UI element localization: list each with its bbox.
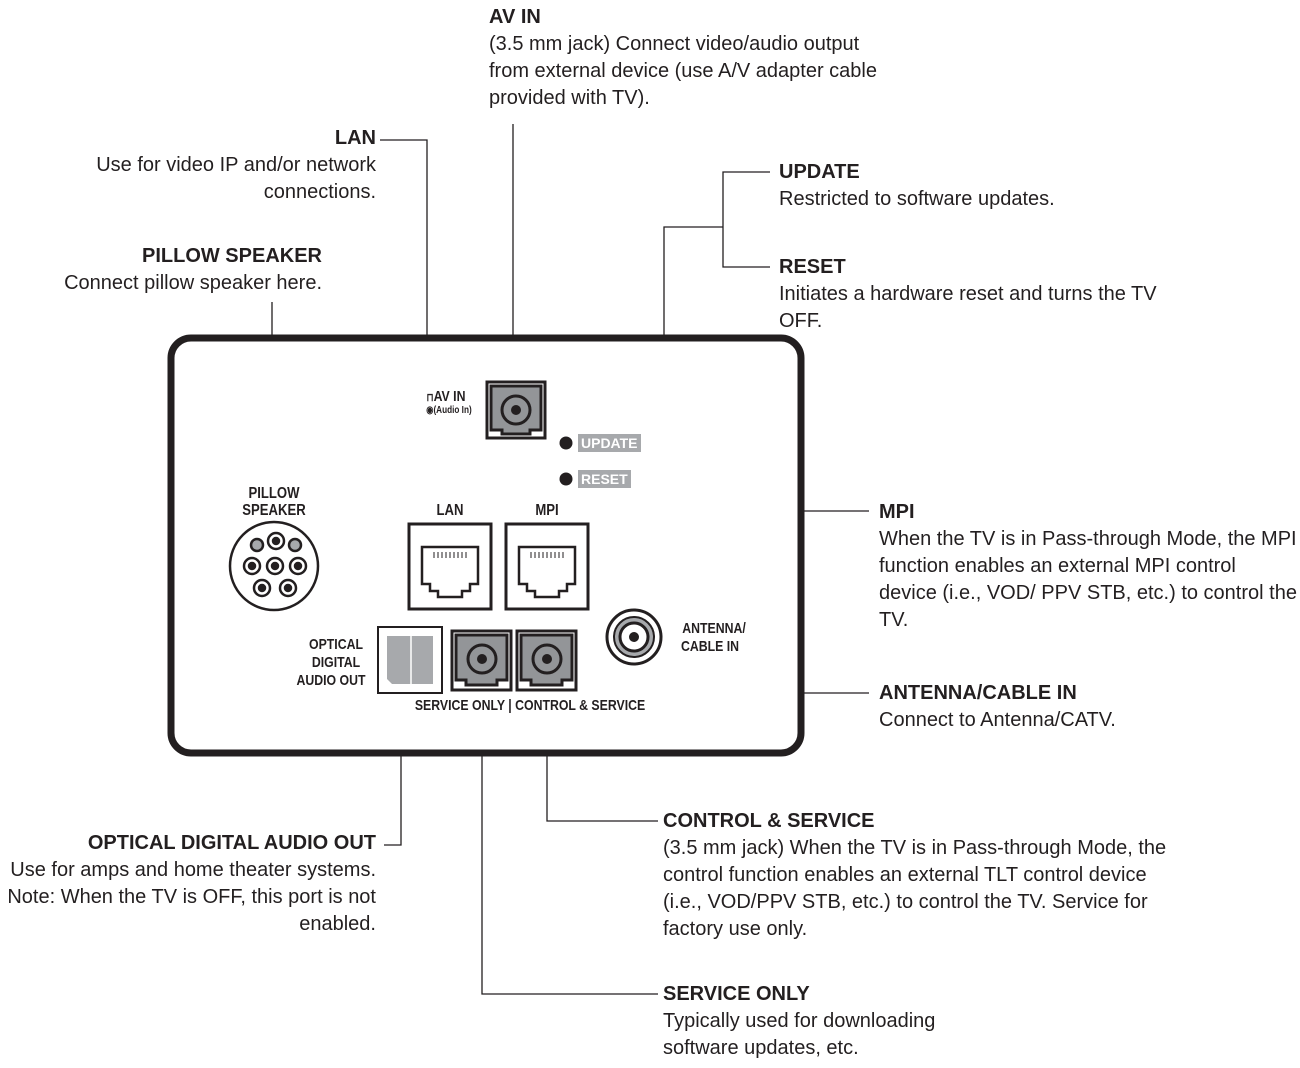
panel-optical-label-1: OPTICAL <box>309 636 363 653</box>
mpi-port <box>504 522 590 611</box>
update-reset-bracket <box>722 171 770 268</box>
panel-mpi-label: MPI <box>535 502 559 519</box>
mpi-callout-title: MPI <box>879 501 915 523</box>
av-in-callout: AV IN (3.5 mm jack) Connect video/audio … <box>489 4 889 112</box>
update-badge: UPDATE <box>578 434 641 452</box>
pillow-speaker-connector <box>228 520 320 612</box>
service-only-leader <box>481 712 658 995</box>
panel-antenna-label-2: CABLE IN <box>680 638 740 655</box>
control-service-callout-title: CONTROL & SERVICE <box>663 810 875 832</box>
panel-lan-label: LAN <box>436 502 464 519</box>
mpi-callout: MPI When the TV is in Pass-through Mode,… <box>879 499 1299 634</box>
pillow-speaker-callout-desc: Connect pillow speaker here. <box>64 272 322 294</box>
reset-button <box>559 472 573 486</box>
reset-callout-desc: Initiates a hardware reset and turns the… <box>779 283 1157 332</box>
pillow-speaker-callout-title: PILLOW SPEAKER <box>141 245 322 267</box>
update-button <box>559 436 573 450</box>
antenna-connector <box>605 608 663 666</box>
lan-callout-desc: Use for video IP and/or network connecti… <box>96 154 376 203</box>
antenna-callout-desc: Connect to Antenna/CATV. <box>879 709 1116 731</box>
panel-optical-label-3: AUDIO OUT <box>296 672 366 689</box>
optical-callout: OPTICAL DIGITAL AUDIO OUT Use for amps a… <box>0 830 376 938</box>
pillow-speaker-callout: PILLOW SPEAKER Connect pillow speaker he… <box>0 243 322 297</box>
service-only-callout-title: SERVICE ONLY <box>663 983 810 1005</box>
service-only-callout: SERVICE ONLY Typically used for download… <box>663 981 983 1062</box>
panel-antenna-label-1: ANTENNA/ <box>682 620 746 637</box>
panel-pillow-label-1: PILLOW <box>248 485 300 502</box>
antenna-callout-title: ANTENNA/CABLE IN <box>879 682 1077 704</box>
reset-badge: RESET <box>578 470 631 488</box>
mpi-callout-desc: When the TV is in Pass-through Mode, the… <box>879 528 1297 631</box>
update-callout-desc: Restricted to software updates. <box>779 188 1055 210</box>
update-callout-title: UPDATE <box>779 161 860 183</box>
control-service-jack <box>515 629 578 692</box>
panel-av-in-label: ⊓AV IN <box>426 388 466 405</box>
panel-optical-label-2: DIGITAL <box>311 654 361 671</box>
reset-callout-title: RESET <box>779 256 846 278</box>
panel-service-row-label: SERVICE ONLY | CONTROL & SERVICE <box>414 697 646 714</box>
av-in-callout-title: AV IN <box>489 6 541 28</box>
optical-audio-port <box>377 626 443 694</box>
reset-callout: RESET Initiates a hardware reset and tur… <box>779 254 1169 335</box>
antenna-callout: ANTENNA/CABLE IN Connect to Antenna/CATV… <box>879 680 1279 734</box>
lan-port <box>407 522 493 611</box>
panel-av-in-sub-label: ◉(Audio In) <box>426 405 472 416</box>
av-in-jack <box>485 380 547 440</box>
audio-in-icon: ◉ <box>426 405 434 416</box>
lan-callout: LAN Use for video IP and/or network conn… <box>20 125 376 206</box>
optical-callout-desc: Use for amps and home theater systems. N… <box>7 859 376 935</box>
service-only-callout-desc: Typically used for downloading software … <box>663 1010 936 1059</box>
av-in-callout-desc: (3.5 mm jack) Connect video/audio output… <box>489 33 877 109</box>
audio-in-symbol: ⊓ <box>426 392 434 404</box>
control-service-callout-desc: (3.5 mm jack) When the TV is in Pass-thr… <box>663 837 1167 940</box>
control-service-callout: CONTROL & SERVICE (3.5 mm jack) When the… <box>663 808 1168 943</box>
panel-pillow-label-2: SPEAKER <box>242 502 306 519</box>
optical-callout-title: OPTICAL DIGITAL AUDIO OUT <box>87 832 376 854</box>
lan-callout-title: LAN <box>334 127 376 149</box>
update-callout: UPDATE Restricted to software updates. <box>779 159 1179 213</box>
service-only-jack <box>450 629 513 692</box>
